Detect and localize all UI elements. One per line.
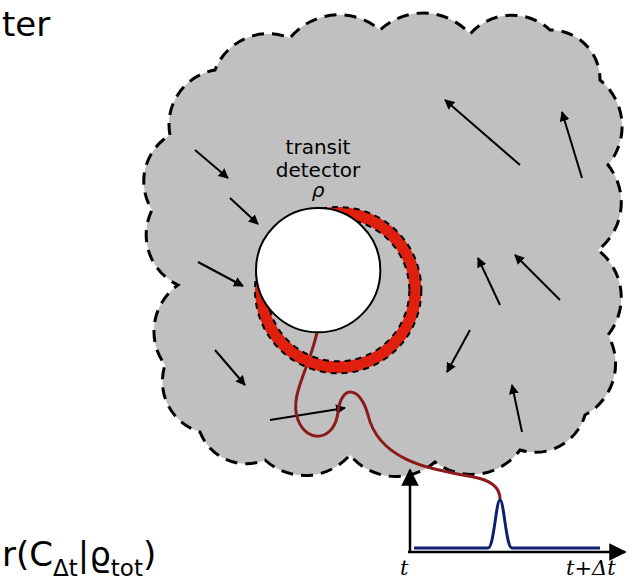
transit-detector-ring: ρtransit detector bbox=[235, 187, 401, 353]
flow-arrow bbox=[270, 408, 345, 420]
flow-arrow bbox=[512, 385, 522, 432]
flow-arrow bbox=[198, 262, 243, 286]
y-axis bbox=[409, 470, 412, 553]
expression-part: r(C bbox=[2, 536, 53, 573]
probability-expression: r(CΔt|ϱtot) bbox=[2, 536, 156, 573]
flow-arrow bbox=[215, 350, 245, 385]
flow-arrow bbox=[230, 198, 258, 224]
transit-detector-ring-outline bbox=[235, 187, 401, 353]
cloud-region bbox=[144, 13, 622, 477]
expression-part: ) bbox=[143, 536, 156, 573]
time-start: t bbox=[400, 557, 408, 580]
time-end: t+Δt bbox=[566, 557, 616, 580]
cut-heading: ter bbox=[2, 6, 50, 43]
signal-wire bbox=[296, 327, 500, 499]
flow-arrow bbox=[447, 330, 470, 372]
x-axis bbox=[408, 551, 625, 554]
density-region-outline bbox=[255, 207, 381, 333]
flow-arrow bbox=[562, 112, 582, 178]
flow-arrows bbox=[195, 100, 582, 432]
pulse-trace bbox=[414, 500, 600, 548]
expression-subscript: Δt bbox=[53, 556, 78, 581]
expression-subscript: tot bbox=[111, 556, 143, 581]
flow-arrow bbox=[195, 150, 228, 178]
detector-outer-edge bbox=[255, 207, 421, 373]
region-circle bbox=[256, 208, 380, 332]
expression-part: |ϱ bbox=[78, 536, 111, 573]
flow-arrow bbox=[478, 258, 500, 305]
density-symbol: ρ bbox=[262, 179, 374, 202]
detector-label: transit detector bbox=[262, 136, 374, 182]
density-region: ρ bbox=[255, 207, 381, 333]
flow-arrow bbox=[515, 255, 560, 300]
flow-arrow bbox=[445, 100, 520, 165]
